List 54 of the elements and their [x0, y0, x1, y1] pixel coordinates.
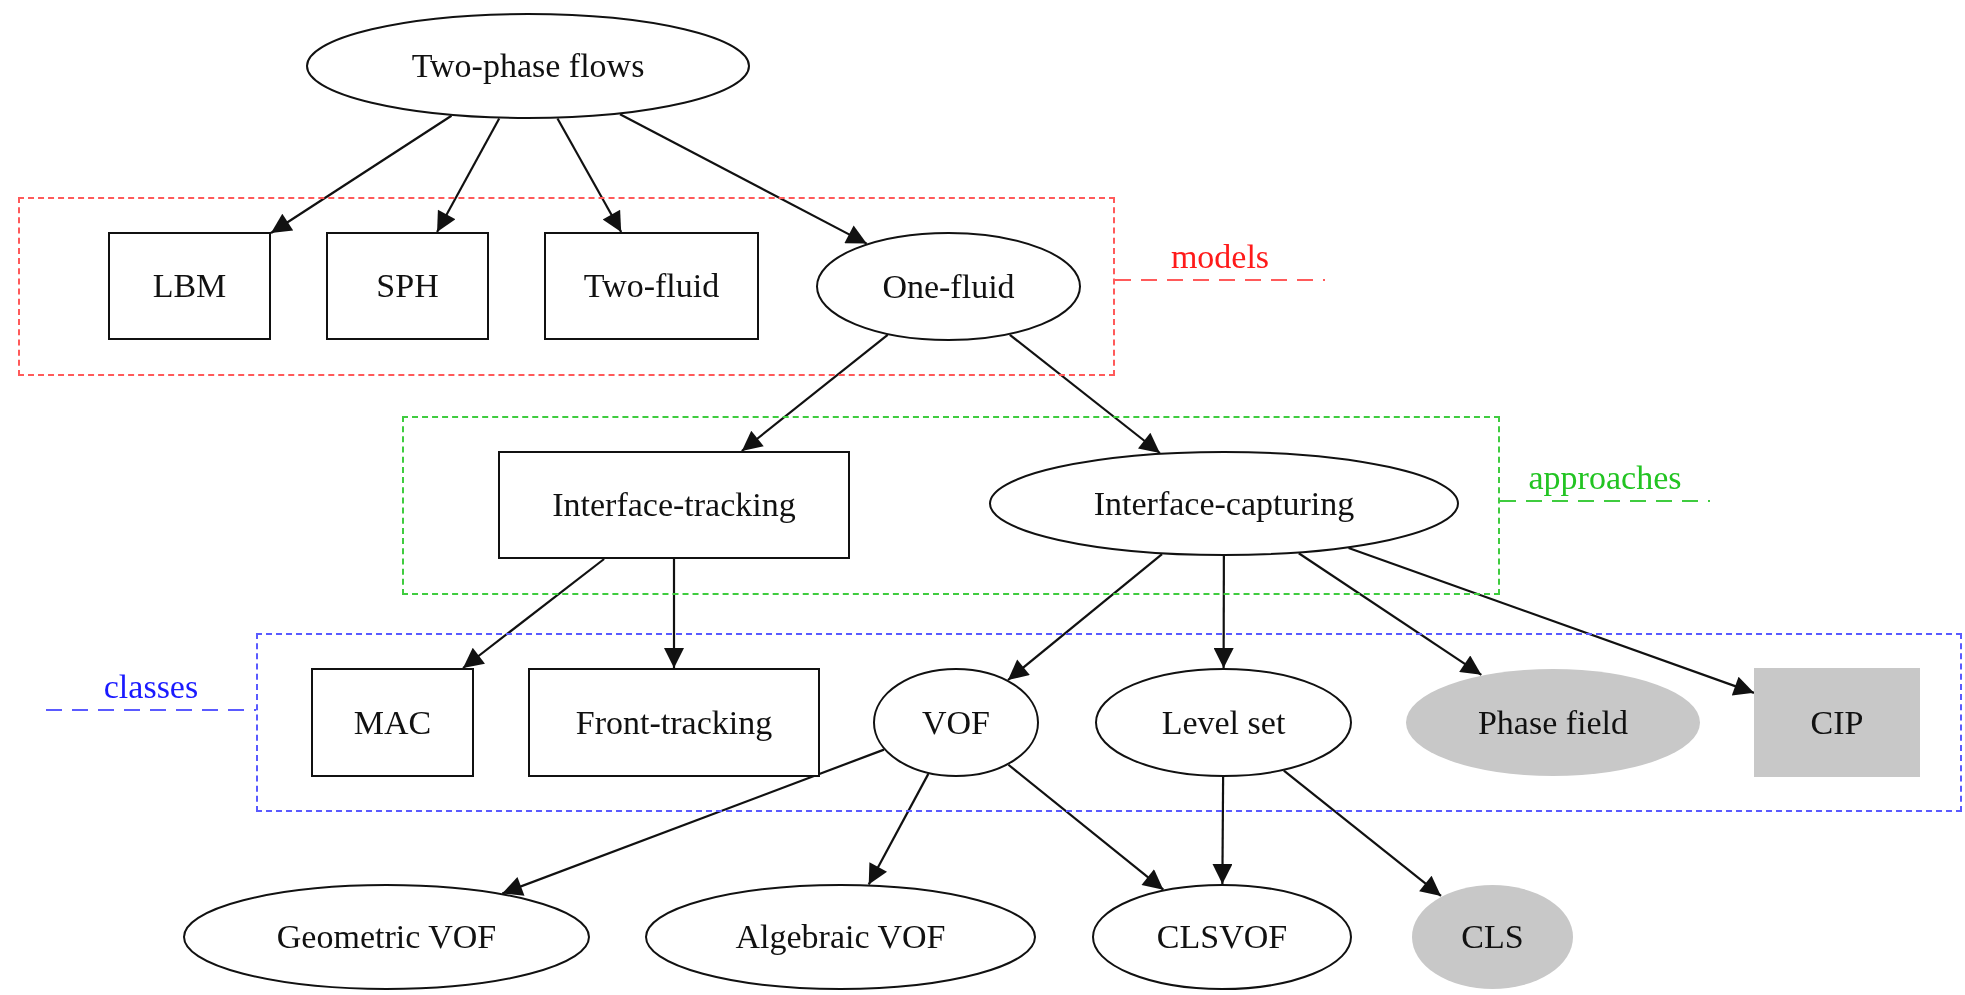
ellipse-node: [306, 13, 750, 119]
node-label: Front-tracking: [575, 703, 773, 742]
process-box: [498, 451, 850, 559]
arrow: [1348, 546, 1755, 696]
node-label: LBM: [152, 267, 227, 305]
process-box: [326, 232, 489, 340]
node-label: Algebraic VOF: [735, 918, 946, 956]
arrow: [1298, 552, 1482, 676]
node-label: CLS: [1461, 918, 1524, 956]
shaded-ellipse-node: [1405, 668, 1701, 777]
shaded-box: [1754, 668, 1920, 777]
arrow: [501, 748, 885, 896]
arrow: [556, 118, 623, 233]
process-box: [311, 668, 474, 777]
ellipse-node: [183, 884, 590, 990]
ellipse-node: [989, 451, 1459, 556]
group-label: models: [1170, 237, 1270, 277]
arrow: [1007, 553, 1163, 681]
node-label: SPH: [376, 267, 439, 305]
ellipse-node: [1092, 884, 1352, 990]
node-label: Interface-capturing: [1093, 484, 1355, 523]
group-label: classes: [103, 667, 199, 707]
node-label: Interface-tracking: [552, 486, 796, 524]
process-box: [544, 232, 759, 340]
arrow: [436, 118, 501, 233]
node-label: Phase field: [1477, 703, 1629, 742]
arrow: [462, 558, 605, 669]
node-label: MAC: [353, 703, 432, 742]
arrow: [1009, 333, 1161, 454]
arrow: [741, 334, 889, 452]
arrow: [1213, 556, 1234, 668]
node-label: Level set: [1161, 703, 1286, 742]
node-label: CLSVOF: [1156, 918, 1288, 956]
arrow: [1212, 777, 1233, 884]
ellipse-node: [816, 232, 1081, 341]
process-box: [108, 232, 271, 340]
node-label: Two-phase flows: [411, 47, 645, 85]
shaded-ellipse-node: [1411, 884, 1574, 990]
arrow: [664, 559, 684, 668]
arrow: [867, 773, 930, 886]
ellipse-node: [1095, 668, 1352, 777]
node-label: One-fluid: [882, 267, 1015, 306]
node-label: Two-fluid: [583, 267, 720, 305]
arrow: [270, 114, 453, 234]
node-label: Geometric VOF: [276, 918, 497, 956]
node-label: VOF: [922, 703, 990, 742]
ellipse-node: [645, 884, 1036, 990]
ellipse-node: [873, 668, 1039, 777]
arrow: [1283, 769, 1442, 897]
process-box: [528, 668, 820, 777]
arrow: [1007, 763, 1165, 891]
node-label: CIP: [1810, 703, 1864, 742]
arrow: [619, 113, 868, 245]
group-label: approaches: [1528, 458, 1682, 498]
